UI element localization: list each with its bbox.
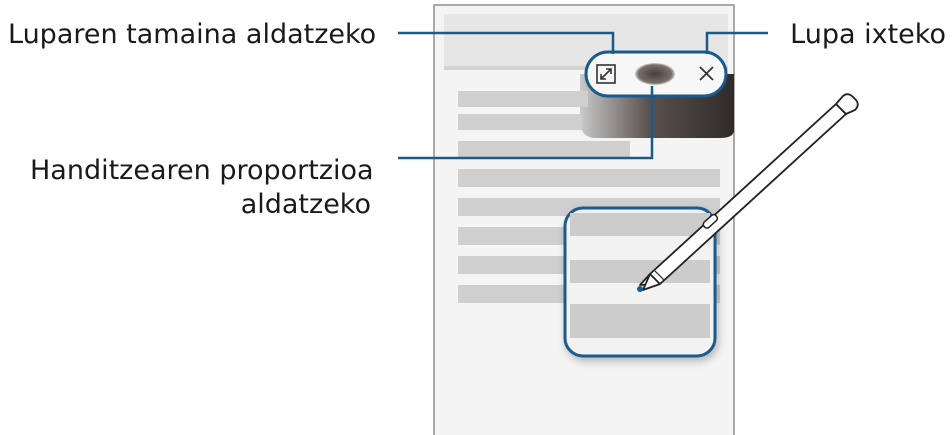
content-line <box>458 141 630 157</box>
callout-resize-label: Luparen tamaina aldatzeko <box>8 19 377 50</box>
expand-arrows-icon[interactable] <box>596 64 616 84</box>
callout-close-label: Lupa ixteko <box>790 19 946 50</box>
callout-zoom-label-line2: aldatzeko <box>240 188 371 220</box>
content-line <box>458 91 588 107</box>
callout-zoom-label: Handitzearen proportzioa aldatzeko <box>30 154 374 222</box>
magnifier-lens <box>563 206 717 358</box>
callout-line-zoom <box>398 86 654 160</box>
content-line <box>458 114 582 130</box>
s-pen-stylus-icon <box>637 93 859 292</box>
callout-zoom-label-line1: Handitzearen proportzioa <box>30 155 374 186</box>
callout-line-resize <box>398 31 615 54</box>
content-line <box>458 169 720 187</box>
callout-lines <box>398 31 768 160</box>
close-icon[interactable] <box>699 66 714 81</box>
callout-line-close <box>705 31 768 54</box>
magnifier-toolbar <box>584 50 728 98</box>
zoom-ratio-indicator[interactable] <box>635 63 675 85</box>
